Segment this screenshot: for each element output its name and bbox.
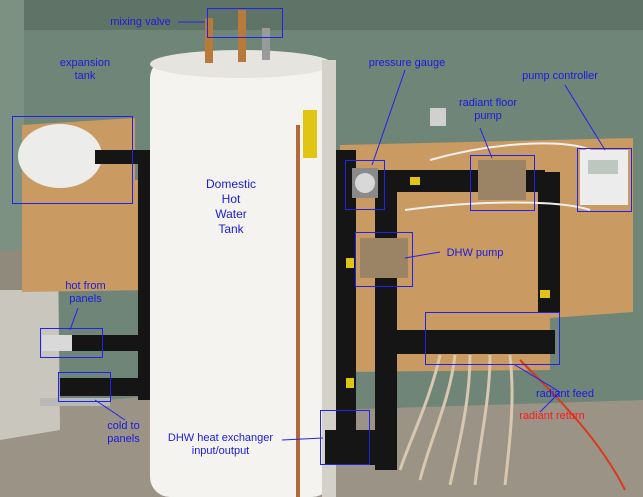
mixing-pipe-left xyxy=(205,18,213,63)
pex-tube xyxy=(503,354,514,486)
cold-pipe-fitting xyxy=(40,398,110,406)
pump-controller-box xyxy=(580,150,628,205)
main-riser xyxy=(336,150,356,450)
tank-edge xyxy=(322,60,336,497)
label-cold-to-panels: cold to panels xyxy=(107,420,140,445)
label-radiant-return: radiant return xyxy=(519,410,585,422)
label-mixing-valve: mixing valve xyxy=(110,16,171,28)
controller-wire xyxy=(429,142,591,161)
pipe-tag xyxy=(410,177,420,185)
pipe-tag xyxy=(346,378,354,388)
heat-exchanger-fitting xyxy=(325,430,375,465)
pex-tube xyxy=(398,354,442,471)
dhw-pump-box xyxy=(355,232,413,287)
pipe-tag xyxy=(540,290,550,298)
label-pressure-gauge: pressure gauge xyxy=(368,57,446,69)
manifold-box xyxy=(425,312,560,365)
pex-tube xyxy=(448,354,472,486)
expansion-tank-box xyxy=(12,116,133,204)
hot-pipe-end xyxy=(42,335,72,351)
mixing-pipe-center xyxy=(238,10,246,62)
radiant-pump-box xyxy=(470,155,535,211)
label-dhw-heat-exchanger: DHW heat exchanger input/output xyxy=(167,432,274,457)
label-pump-controller: pump controller xyxy=(522,70,598,82)
pex-tube xyxy=(473,354,492,486)
expansion-tank xyxy=(18,124,102,188)
cold-to-panels-box xyxy=(58,372,111,402)
ceiling-shadow xyxy=(0,0,643,30)
red-cable xyxy=(519,359,626,491)
mixing-pipe-right xyxy=(262,28,270,60)
pump-controller-screen xyxy=(588,160,618,174)
radiant-pump-body xyxy=(478,160,526,200)
copper-pipe xyxy=(296,125,300,497)
label-dhw-pump: DHW pump xyxy=(446,247,504,259)
annotation-arrows xyxy=(69,21,606,441)
pressure-gauge-face xyxy=(355,173,375,193)
label-hot-from-panels: hot from panels xyxy=(65,280,106,305)
dhw-pump-body xyxy=(360,238,408,278)
label-tank: Domestic Hot Water Tank xyxy=(205,177,256,236)
right-riser xyxy=(538,172,560,312)
yellow-tag xyxy=(303,110,317,158)
pipe-tag xyxy=(346,258,354,268)
tank-top xyxy=(150,50,332,78)
wall-outlet xyxy=(430,108,446,126)
heat-exchanger-box xyxy=(320,410,370,465)
label-radiant-feed: radiant feed xyxy=(535,388,595,400)
water-heater-tank xyxy=(150,58,332,497)
manifold xyxy=(390,330,555,354)
label-radiant-floor-pump: radiant floor pump xyxy=(458,97,518,122)
pex-tube xyxy=(418,354,457,481)
white-cabinet xyxy=(0,250,60,440)
pressure-gauge-box xyxy=(345,160,385,210)
label-expansion-tank: expansion tank xyxy=(59,57,111,82)
mixing-valve-box xyxy=(207,8,283,38)
cold-pipe xyxy=(60,378,152,396)
pump-controller-highlight xyxy=(577,148,632,212)
left-vertical-pipe xyxy=(138,150,152,400)
hot-from-panels-box xyxy=(40,328,103,358)
